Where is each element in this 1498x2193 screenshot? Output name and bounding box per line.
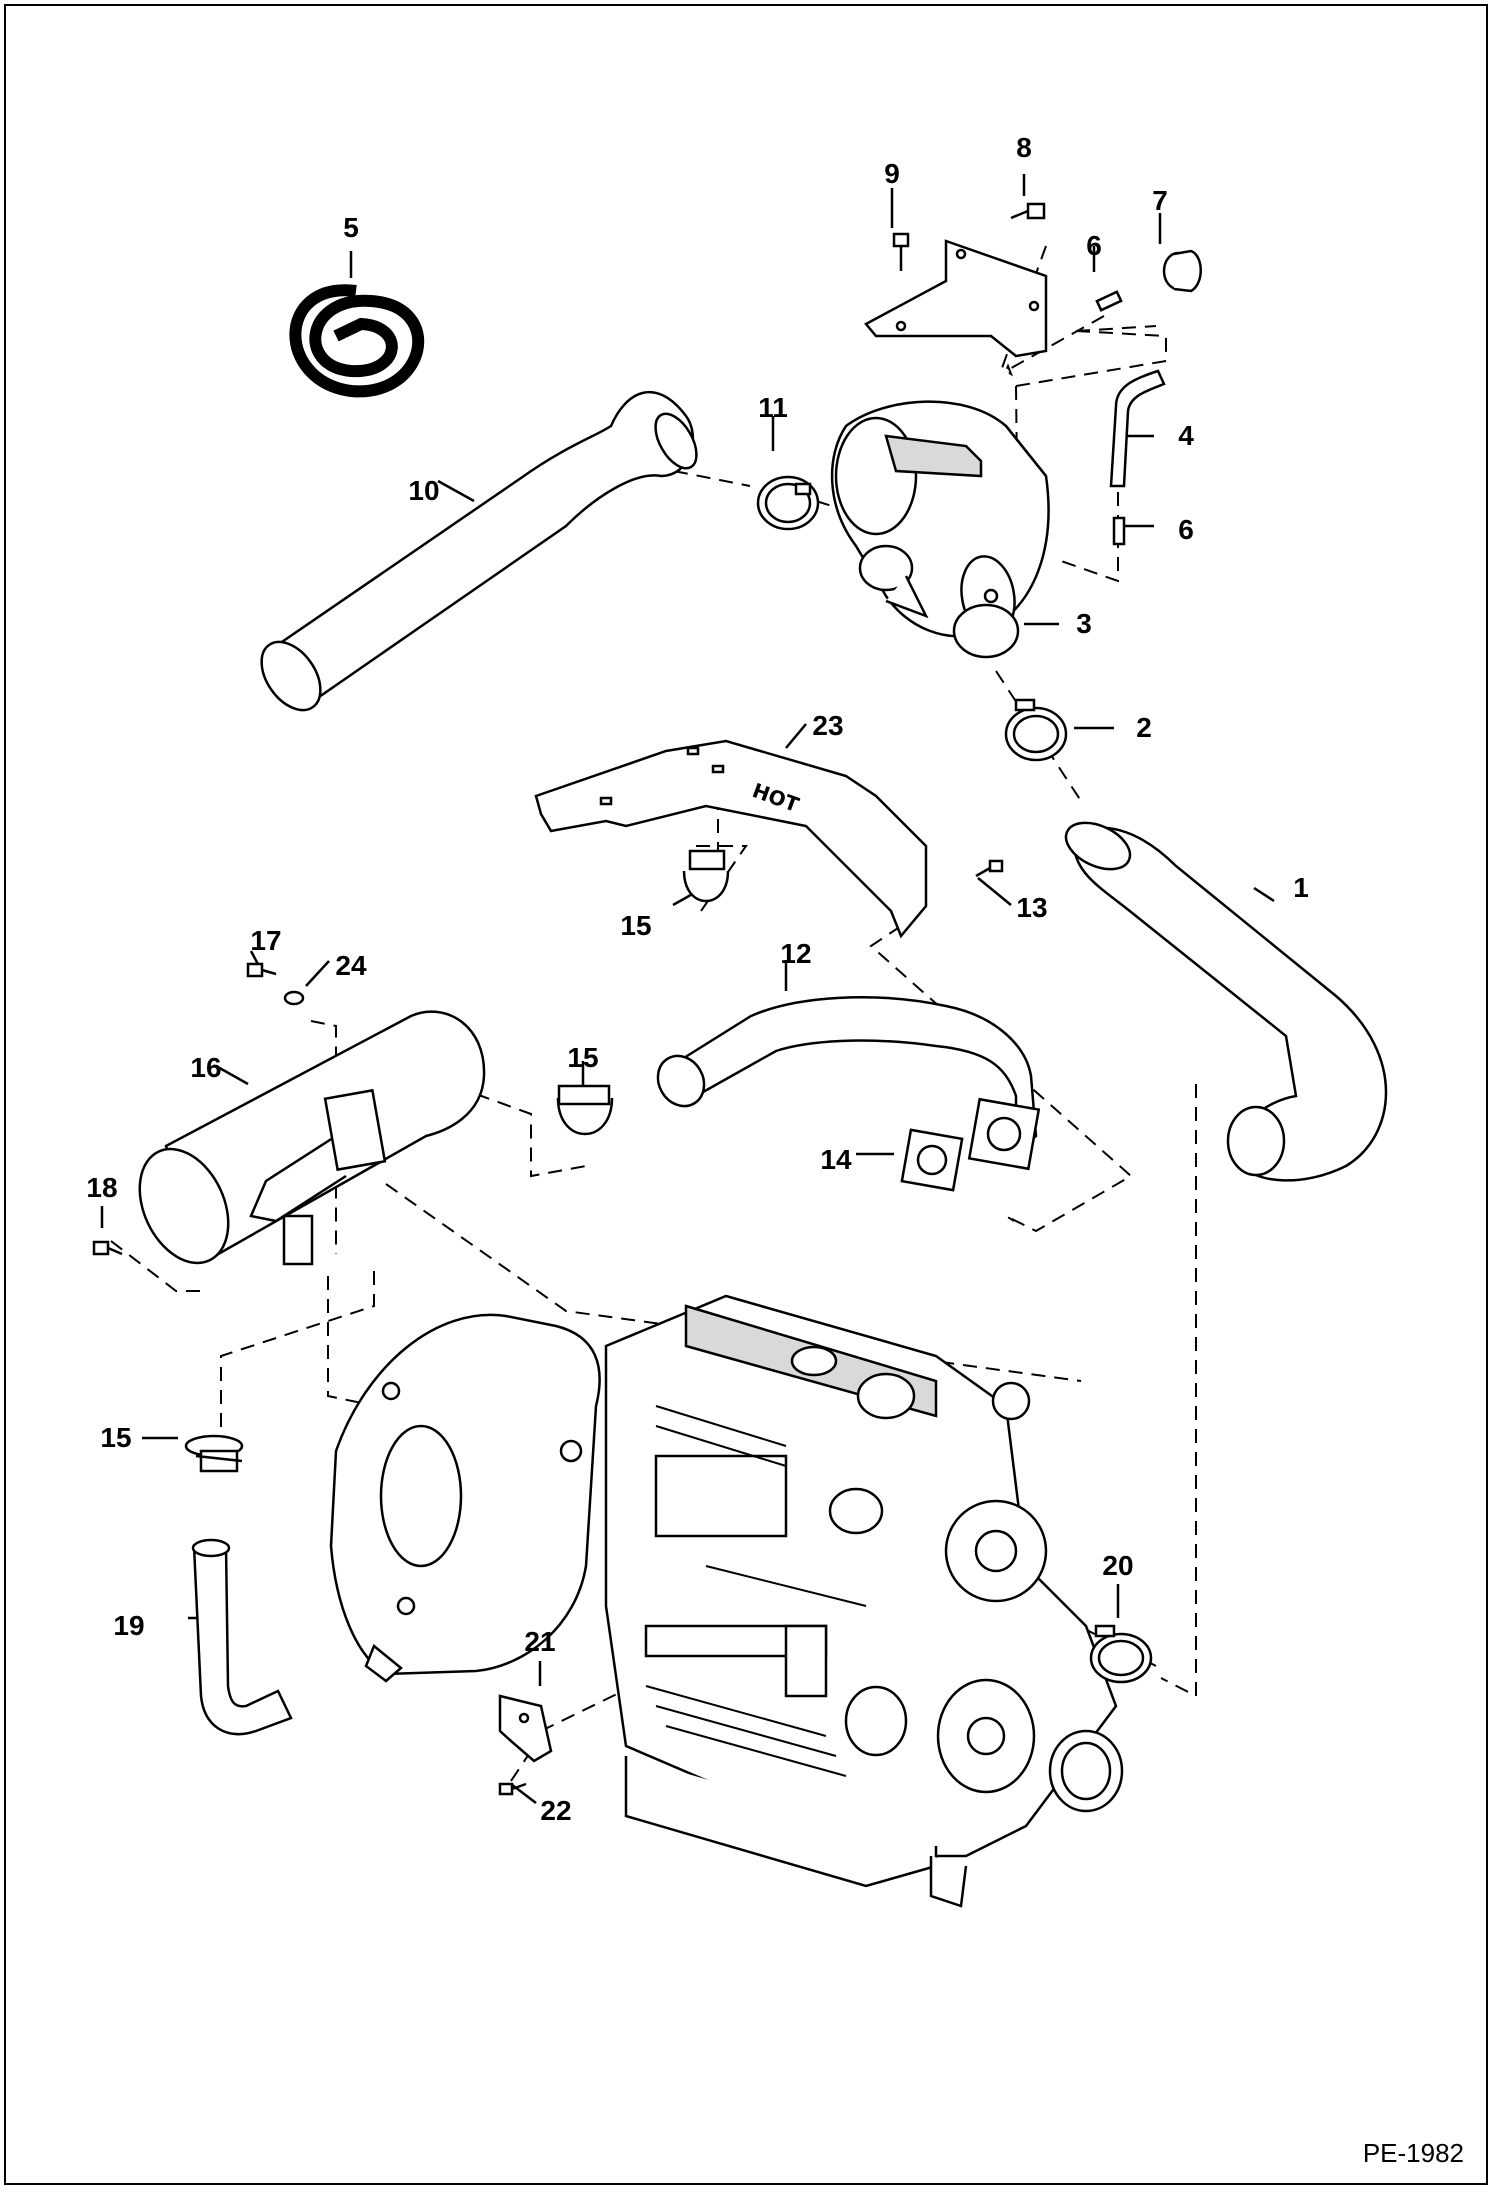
rubber-cap-part-7 (1162, 249, 1202, 293)
callout-3: 3 (1076, 608, 1092, 639)
hose-clamp-part-2 (1004, 698, 1068, 762)
coiled-hose-part-5 (289, 284, 425, 398)
bolt-part-13 (975, 859, 1004, 878)
callout-6-upper: 6 (1086, 230, 1102, 261)
air-cleaner-bracket (864, 239, 1048, 358)
callout-16: 16 (190, 1052, 222, 1083)
muffler-part-16 (138, 1010, 486, 1266)
air-cleaner-part-3 (830, 400, 1050, 659)
callout-2: 2 (1136, 712, 1152, 743)
callout-1: 1 (1293, 872, 1309, 903)
callout-15-middle: 15 (567, 1042, 599, 1073)
heat-shield-part-23: HOT (534, 739, 928, 939)
diagram-frame: HOT (4, 4, 1488, 2185)
tailpipe-part-19 (191, 1538, 293, 1736)
bolt-part-22 (498, 1782, 527, 1796)
engine-block (604, 1294, 1124, 1908)
exhaust-pipe-part-12 (656, 996, 1041, 1171)
callout-4: 4 (1178, 420, 1194, 451)
hose-clamp-part-11 (756, 475, 820, 531)
callout-20: 20 (1102, 1550, 1134, 1581)
callout-21: 21 (524, 1626, 556, 1657)
callout-5: 5 (343, 212, 359, 243)
callout-17: 17 (250, 925, 282, 956)
washer-part-24 (283, 990, 305, 1006)
muffler-clamp-part-15-lower (184, 1434, 244, 1473)
callout-13: 13 (1016, 892, 1048, 923)
callout-10: 10 (408, 475, 440, 506)
muffler-clamp-part-15-upper (682, 849, 730, 903)
bolt-part-17 (246, 962, 277, 978)
hose-clamp-part-20 (1089, 1624, 1153, 1684)
gasket-part-14 (900, 1128, 964, 1192)
exploded-parts-drawing: HOT (92, 174, 1388, 1908)
callout-24: 24 (335, 950, 367, 981)
fitting-part-6-lower (1112, 516, 1126, 546)
callout-19: 19 (113, 1610, 145, 1641)
bracket-part-21 (498, 1694, 553, 1763)
vacuator-tube-part-4 (1109, 369, 1166, 488)
elbow-hose-part-1 (1064, 821, 1388, 1182)
callout-11: 11 (758, 392, 788, 423)
bolt-part-18 (92, 1240, 123, 1256)
callout-18: 18 (86, 1172, 118, 1203)
callout-22: 22 (540, 1795, 572, 1826)
flywheel-housing (329, 1313, 601, 1683)
muffler-clamp-part-15-middle (556, 1084, 614, 1136)
bolt-part-8 (1010, 202, 1046, 220)
callout-15-upper: 15 (620, 910, 652, 941)
callout-7: 7 (1152, 185, 1168, 216)
callout-6-lower: 6 (1178, 514, 1194, 545)
callout-12: 12 (780, 938, 812, 969)
callout-8: 8 (1016, 132, 1032, 163)
callout-9: 9 (884, 158, 900, 189)
intake-tube-part-10 (260, 390, 698, 712)
callout-15-lower: 15 (100, 1422, 132, 1453)
fitting-part-6-upper (1095, 290, 1123, 312)
callout-14: 14 (820, 1144, 852, 1175)
callout-23: 23 (812, 710, 844, 741)
drawing-reference-code: PE-1982 (1362, 2138, 1464, 2168)
bolt-part-9 (892, 232, 910, 271)
